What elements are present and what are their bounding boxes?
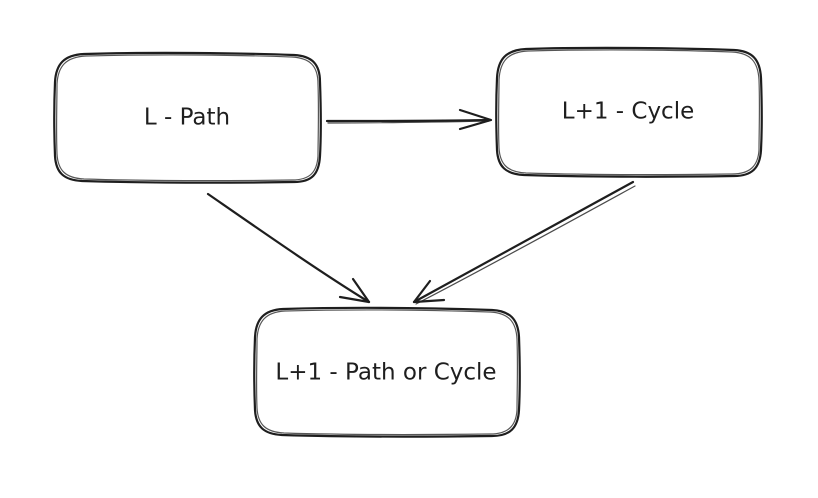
node-l1-cycle-box — [495, 46, 763, 178]
edge-l-path-to-l1-cycle-line — [325, 118, 492, 123]
edge-l-path-to-l1-cycle-line-sketch — [327, 120, 490, 124]
edge-l-path-to-l1-cycle-arrowhead — [458, 108, 493, 131]
node-l1-cycle-box-sketch — [497, 49, 761, 176]
edge-l-path-to-l1-path-or-cycle — [206, 192, 371, 304]
node-l1-path-or-cycle-box-sketch — [255, 309, 519, 436]
node-l1-path-or-cycle-box — [253, 306, 521, 438]
edge-l-path-to-l1-cycle — [325, 108, 493, 131]
node-l1-cycle[interactable]: L+1 - Cycle — [495, 46, 763, 178]
node-label-l-path: L - Path — [144, 105, 230, 131]
edge-l-path-to-l1-path-or-cycle-arrowhead — [338, 277, 371, 304]
node-l-path-box — [53, 51, 322, 184]
node-l1-path-or-cycle[interactable]: L+1 - Path or Cycle — [253, 306, 521, 438]
node-label-l1-path-or-cycle: L+1 - Path or Cycle — [275, 360, 496, 386]
node-label-l1-cycle: L+1 - Cycle — [562, 99, 695, 125]
edge-l-path-to-l1-path-or-cycle-line — [206, 192, 371, 304]
edge-l1-cycle-to-l1-path-or-cycle-line-sketch — [415, 185, 636, 305]
edge-l1-cycle-to-l1-path-or-cycle-line — [412, 180, 635, 304]
node-l-path[interactable]: L - Path — [53, 51, 322, 184]
node-l-path-box-sketch — [55, 54, 320, 182]
edge-l1-cycle-to-l1-path-or-cycle-arrowhead — [412, 279, 446, 304]
edge-l1-cycle-to-l1-path-or-cycle — [412, 180, 636, 305]
